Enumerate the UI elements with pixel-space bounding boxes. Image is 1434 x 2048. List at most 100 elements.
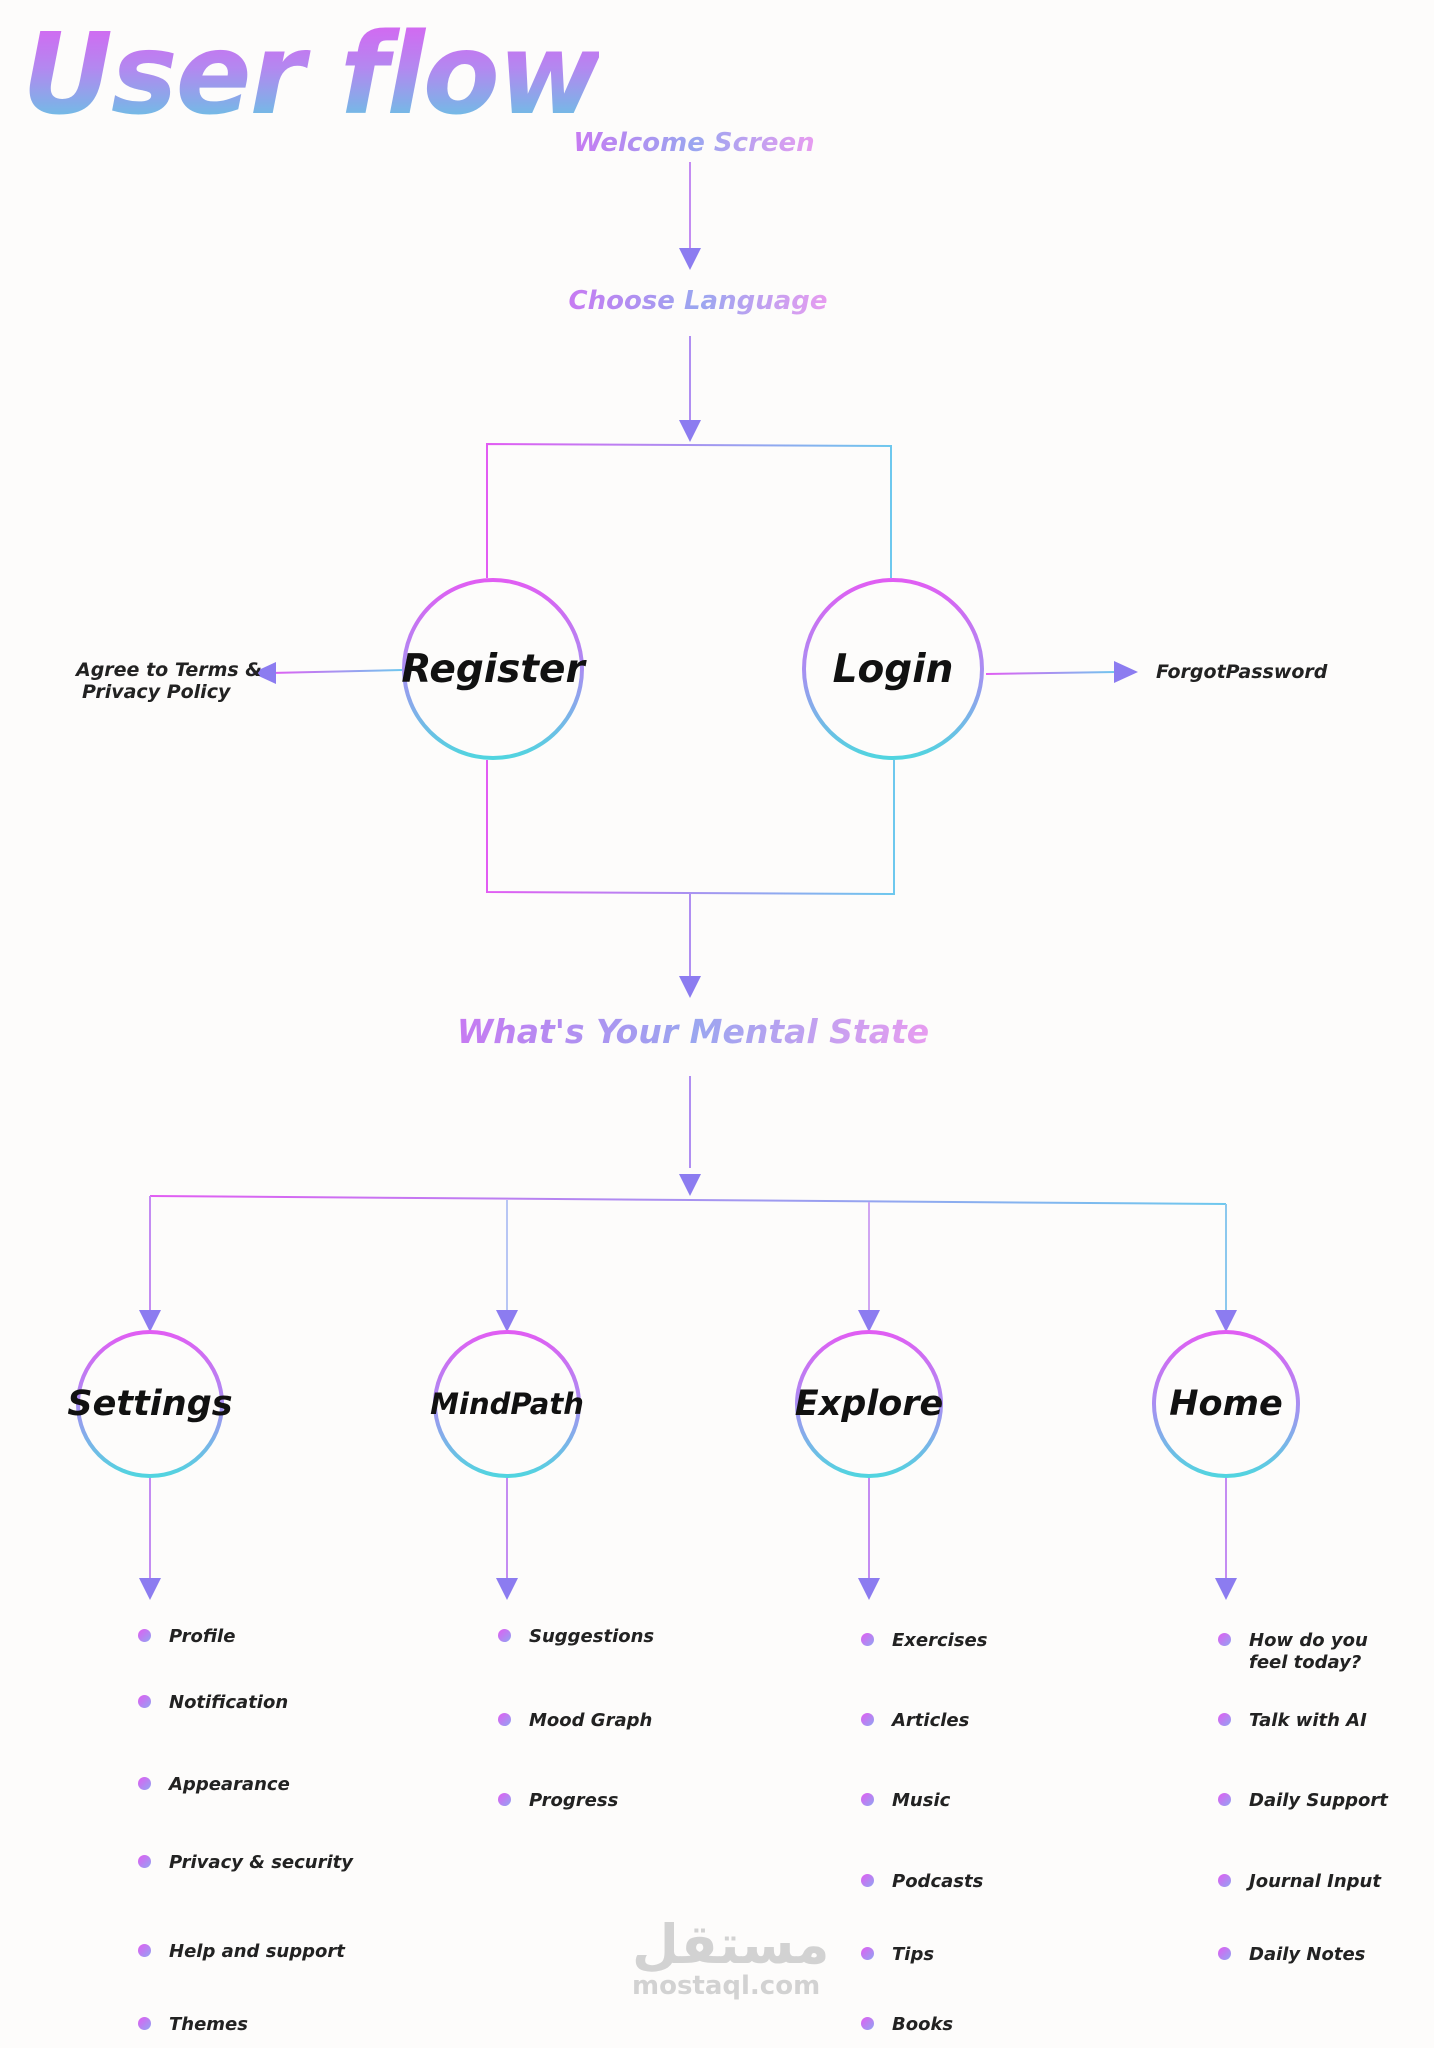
arrow-down-mental [679, 976, 701, 998]
settings-item-label: Profile [169, 1626, 236, 1647]
home-list-item: Daily Support [1218, 1790, 1398, 1812]
bullet-dot-icon [861, 1633, 874, 1646]
mindpath-list-item: Suggestions [498, 1626, 654, 1648]
bullet-dot-icon [138, 1944, 151, 1957]
arrow-down-mindpath [496, 1310, 518, 1332]
bullet-dot-icon [138, 1777, 151, 1790]
node-mindpath-label: MindPath [430, 1334, 584, 1474]
settings-item-label: Appearance [169, 1774, 290, 1795]
home-item-label: Talk with AI [1249, 1710, 1367, 1731]
settings-list-item: Privacy & security [138, 1852, 353, 1874]
step-mental-state: What's Your Mental State [456, 1012, 930, 1051]
bullet-dot-icon [138, 1695, 151, 1708]
arrow-down-language [679, 248, 701, 270]
home-list-item: Journal Input [1218, 1871, 1398, 1893]
bullet-dot-icon [138, 2017, 151, 2030]
bullet-dot-icon [861, 1947, 874, 1960]
page-title: User flow [22, 8, 601, 142]
explore-item-label: Articles [892, 1710, 970, 1731]
explore-item-label: Books [892, 2014, 954, 2035]
watermark-arabic: مستقل [632, 1913, 830, 1976]
arrow-down-settings [139, 1310, 161, 1332]
bracket-top [486, 442, 892, 578]
mindpath-item-label: Progress [529, 1790, 619, 1811]
explore-list-item: Podcasts [861, 1871, 983, 1893]
explore-list-item: Articles [861, 1710, 969, 1732]
bullet-dot-icon [861, 2017, 874, 2030]
home-item-label: Daily Notes [1249, 1944, 1366, 1965]
arrow-down-settings-items [139, 1578, 161, 1600]
settings-item-label: Help and support [169, 1941, 345, 1962]
bullet-dot-icon [498, 1629, 511, 1642]
watermark-latin: mostaql.com [632, 1971, 821, 2001]
settings-list-item: Help and support [138, 1941, 345, 1963]
arrow-down-home [1215, 1310, 1237, 1332]
arrow-down-branch-top [679, 420, 701, 442]
bullet-dot-icon [861, 1793, 874, 1806]
arrow-left-terms [252, 662, 276, 684]
bullet-dot-icon [498, 1713, 511, 1726]
node-register: Register [401, 578, 585, 760]
node-register-label: Register [401, 582, 585, 756]
arrow-right-forgot [1114, 661, 1138, 683]
watermark: مستقل mostaql.com [632, 1913, 830, 2001]
node-explore: Explore [795, 1330, 943, 1478]
node-home-label: Home [1156, 1334, 1296, 1474]
line-register-terms [269, 669, 403, 674]
home-list-item: Talk with AI [1218, 1710, 1398, 1732]
node-home: Home [1152, 1330, 1300, 1478]
arrow-down-explore-items [858, 1578, 880, 1600]
settings-list-item: Profile [138, 1626, 235, 1648]
bullet-dot-icon [498, 1793, 511, 1806]
mindpath-list-item: Progress [498, 1790, 618, 1812]
settings-list-item: Themes [138, 2014, 248, 2036]
explore-list-item: Music [861, 1790, 950, 1812]
home-list-item: How do you feel today? [1218, 1630, 1398, 1673]
bullet-dot-icon [138, 1855, 151, 1868]
node-mindpath: MindPath [430, 1330, 584, 1478]
home-item-label: How do you feel today? [1249, 1630, 1368, 1673]
step-choose-language: Choose Language [568, 286, 828, 316]
arrow-down-explore [858, 1310, 880, 1332]
step-welcome-screen: Welcome Screen [573, 128, 815, 158]
bullet-dot-icon [1218, 1947, 1231, 1960]
node-explore-label: Explore [795, 1334, 943, 1474]
bullet-dot-icon [861, 1713, 874, 1726]
explore-item-label: Podcasts [892, 1871, 984, 1892]
bullet-dot-icon [138, 1629, 151, 1642]
terms-privacy-note: Agree to Terms & Privacy Policy [76, 659, 262, 704]
explore-list-item: Tips [861, 1944, 934, 1966]
bracket-bottom [486, 760, 895, 896]
bullet-dot-icon [1218, 1874, 1231, 1887]
home-list-item: Daily Notes [1218, 1944, 1398, 1966]
explore-list-item: Exercises [861, 1630, 987, 1652]
node-login: Login [802, 578, 984, 760]
terms-line-1: Agree to Terms & [76, 659, 262, 681]
mindpath-item-label: Mood Graph [529, 1710, 653, 1731]
bullet-dot-icon [1218, 1713, 1231, 1726]
home-item-label: Daily Support [1249, 1790, 1388, 1811]
explore-item-label: Tips [892, 1944, 935, 1965]
mindpath-item-label: Suggestions [529, 1626, 655, 1647]
bullet-dot-icon [1218, 1793, 1231, 1806]
node-settings-label: Settings [67, 1334, 233, 1474]
bullet-dot-icon [861, 1874, 874, 1887]
line-login-forgot [985, 671, 1117, 675]
settings-list-item: Notification [138, 1692, 288, 1714]
arrow-down-home-items [1215, 1578, 1237, 1600]
settings-item-label: Privacy & security [169, 1852, 353, 1873]
arrow-down-mindpath-items [496, 1578, 518, 1600]
home-item-label: Journal Input [1249, 1871, 1381, 1892]
node-login-label: Login [806, 582, 980, 756]
terms-line-2: Privacy Policy [82, 680, 231, 703]
explore-item-label: Exercises [892, 1630, 988, 1651]
settings-list-item: Appearance [138, 1774, 290, 1796]
settings-item-label: Themes [169, 2014, 248, 2035]
node-settings: Settings [67, 1330, 233, 1478]
settings-item-label: Notification [169, 1692, 289, 1713]
explore-list-item: Books [861, 2014, 953, 2036]
mindpath-list-item: Mood Graph [498, 1710, 652, 1732]
bullet-dot-icon [1218, 1633, 1231, 1646]
